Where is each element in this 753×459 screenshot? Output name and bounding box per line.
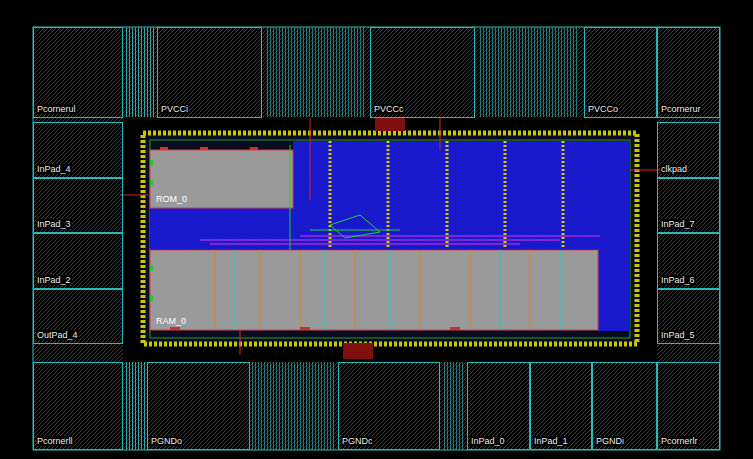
pad-label: InPad_1: [533, 436, 569, 446]
io-pad: PVCCi: [157, 27, 262, 118]
io-pad: InPad_2: [33, 233, 123, 289]
pad-label: PGNDc: [341, 436, 374, 446]
pad-label: PGNDo: [150, 436, 183, 446]
io-pad: InPad_3: [33, 178, 123, 233]
pad-label: InPad_7: [660, 219, 696, 229]
io-pad: InPad_7: [657, 178, 720, 233]
pad-label: InPad_3: [36, 219, 72, 229]
io-pad: Pcornerlr: [657, 362, 720, 450]
io-pad: InPad_5: [657, 289, 720, 344]
memory-macro: ROM_0: [150, 150, 293, 208]
io-pad: PGNDc: [338, 362, 440, 450]
io-pad: InPad_1: [530, 362, 592, 450]
io-pad: OutPad_4: [33, 289, 123, 344]
pad-label: Pcornerur: [660, 104, 702, 114]
io-pad: Pcornerul: [33, 27, 123, 118]
memory-macro: RAM_0: [150, 250, 598, 330]
pad-label: Pcornerul: [36, 104, 77, 114]
io-pad: clkpad: [657, 122, 720, 178]
io-pad: PGNDo: [147, 362, 250, 450]
io-pad: Pcornerll: [33, 362, 123, 450]
pad-label: PVCCi: [160, 104, 189, 114]
pad-label: InPad_5: [660, 330, 696, 340]
macro-label: ROM_0: [155, 194, 188, 204]
pad-label: PVCCo: [587, 104, 619, 114]
io-pad: PVCCc: [370, 27, 475, 118]
pad-label: InPad_2: [36, 275, 72, 285]
macro-label: RAM_0: [155, 316, 187, 326]
pad-label: InPad_0: [470, 436, 506, 446]
io-pad: InPad_6: [657, 233, 720, 289]
io-pad: PGNDi: [592, 362, 657, 450]
pad-label: OutPad_4: [36, 330, 79, 340]
pad-label: clkpad: [660, 164, 688, 174]
io-pad: InPad_0: [467, 362, 530, 450]
pad-label: Pcornerlr: [660, 436, 699, 446]
io-pad: Pcornerur: [657, 27, 720, 118]
pad-label: PGNDi: [595, 436, 625, 446]
pad-label: InPad_4: [36, 164, 72, 174]
io-pad: PVCCo: [584, 27, 657, 118]
io-pad: InPad_4: [33, 122, 123, 178]
pad-label: PVCCc: [373, 104, 405, 114]
pad-label: InPad_6: [660, 275, 696, 285]
pad-label: Pcornerll: [36, 436, 74, 446]
